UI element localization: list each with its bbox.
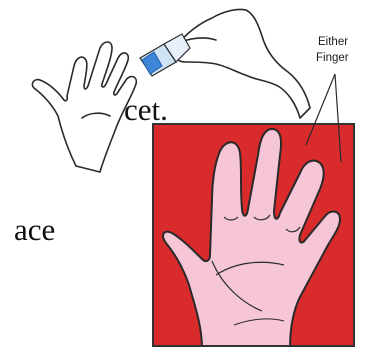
- pointing-hand-icon: [175, 9, 310, 118]
- lancet-icon: [140, 34, 190, 76]
- callout-label-line1: Either: [318, 35, 348, 49]
- callout-pointer-lines: [306, 74, 341, 162]
- callout-label-line2: Finger: [316, 51, 349, 65]
- open-hand-icon: [32, 42, 136, 172]
